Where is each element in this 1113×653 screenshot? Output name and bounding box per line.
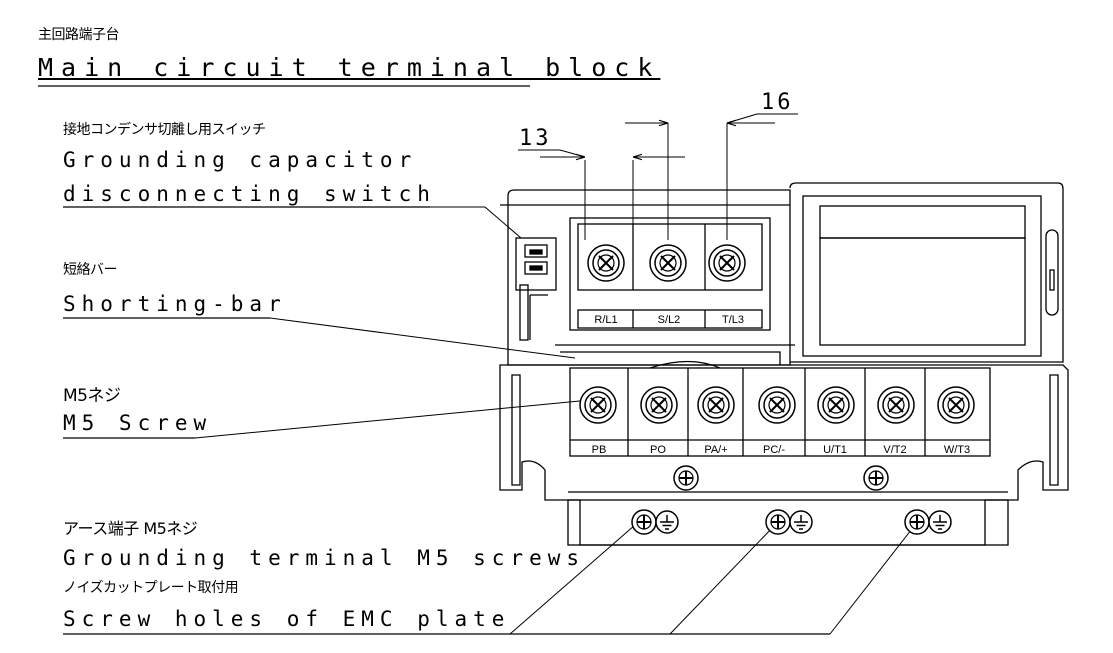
terminal-label: PO (650, 444, 666, 456)
switch-label-en-1: Grounding capacitor (63, 148, 418, 172)
ground-label-jp: アース端子 M5ネジ (63, 519, 198, 538)
switch-label-en-2: disconnecting switch (63, 182, 436, 206)
emc-label-jp: ノイズカットプレート取付用 (63, 580, 239, 596)
terminal-label: R/L1 (594, 314, 617, 326)
m5-screw-label-jp: M5ネジ (63, 386, 121, 406)
terminal-label: W/T3 (944, 444, 970, 456)
dimension-13: 13 (519, 126, 552, 151)
terminal-label: V/T2 (883, 444, 906, 456)
terminal-label: U/T1 (823, 444, 847, 456)
terminal-label: PA/+ (704, 444, 727, 456)
terminal-label: T/L3 (722, 314, 744, 326)
terminal-label: PB (592, 444, 607, 456)
dimension-16: 16 (761, 90, 794, 115)
m5-screw-label-en: M5 Screw (63, 411, 213, 435)
shorting-bar-label-jp: 短絡バー (63, 262, 118, 278)
emc-label-en: Screw holes of EMC plate (63, 607, 511, 631)
shorting-bar-label-en: Shorting-bar (63, 292, 287, 316)
terminal-label: S/L2 (658, 314, 681, 326)
ground-label-en: Grounding terminal M5 screws (63, 546, 586, 570)
title-jp: 主回路端子台 (38, 27, 120, 43)
terminal-label: PC/- (763, 444, 785, 456)
switch-label-jp: 接地コンデンサ切離し用スイッチ (63, 122, 266, 138)
title-en: Main circuit terminal block (38, 53, 661, 82)
